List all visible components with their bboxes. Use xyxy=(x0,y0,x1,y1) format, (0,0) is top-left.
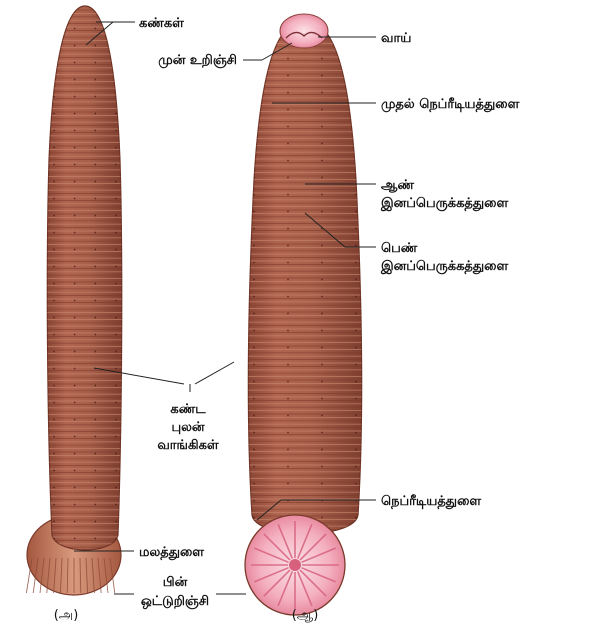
label-female-pore-2: இனப்பெருக்கத்துளை xyxy=(380,259,508,274)
label-segmental-receptors-1: கண்ட xyxy=(170,402,206,417)
label-eyes: கண்கள் xyxy=(139,16,184,31)
caption-a: (அ) xyxy=(54,608,79,623)
leech-dorsal-view xyxy=(26,6,130,595)
caption-b: (ஆ) xyxy=(292,608,319,623)
label-male-pore-1: ஆண் xyxy=(381,178,414,193)
label-segmental-receptors-2: புலன் xyxy=(171,420,204,435)
label-nephridiopore: நெப்ரீடியத்துளை xyxy=(381,493,481,509)
label-first-nephridiopore: முதல் நெப்ரீடியத்துளை xyxy=(381,96,520,112)
label-anterior-sucker: முன் உறிஞ்சி xyxy=(158,53,237,68)
label-posterior-sucker-2: ஒட்டுறிஞ்சி xyxy=(141,594,209,609)
label-posterior-sucker-1: பின் xyxy=(163,575,188,590)
posterior-sucker-b xyxy=(245,515,345,615)
label-female-pore-1: பெண் xyxy=(381,241,418,256)
label-anus: மலத்துளை xyxy=(139,545,204,560)
anterior-sucker-b xyxy=(280,14,328,48)
leech-body-a xyxy=(47,6,121,550)
leech-body-b xyxy=(248,20,361,534)
label-mouth: வாய் xyxy=(381,31,411,46)
label-segmental-receptors-3: வாங்கிகள் xyxy=(157,438,219,453)
label-male-pore-2: இனப்பெருக்கத்துளை xyxy=(380,196,508,211)
leech-ventral-view xyxy=(240,14,370,615)
